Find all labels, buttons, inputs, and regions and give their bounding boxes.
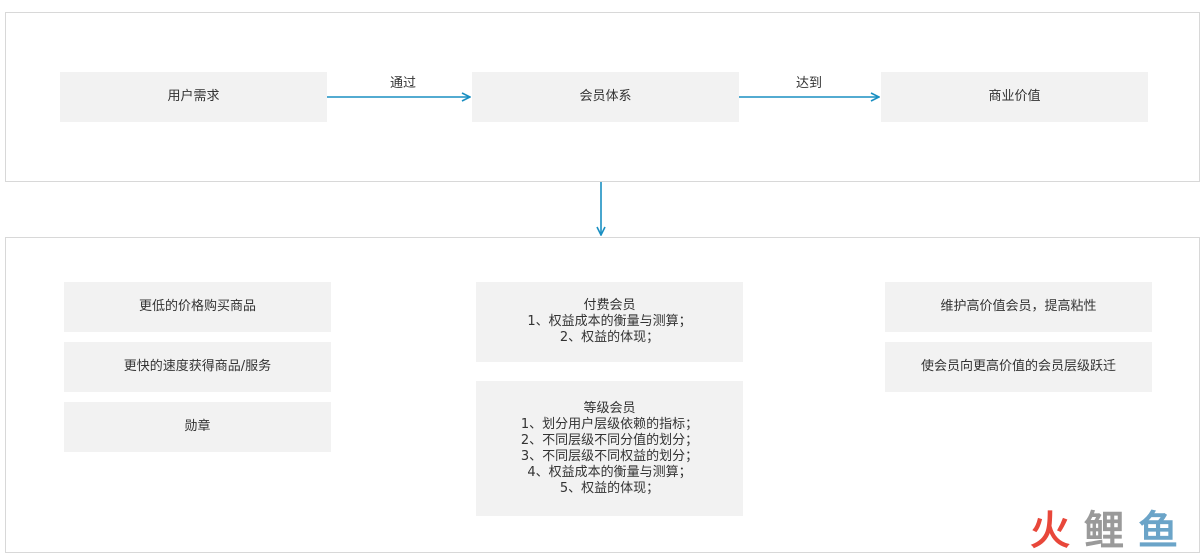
- paid-member-box: 付费会员 1、权益成本的衡量与测算； 2、权益的体现；: [476, 282, 743, 362]
- value-box-retain: 维护高价值会员，提高粘性: [885, 282, 1152, 332]
- member-system-label: 会员体系: [579, 89, 632, 104]
- need-box-faster-service: 更快的速度获得商品/服务: [64, 342, 331, 392]
- value-label: 使会员向更高价值的会员层级跃迁: [920, 359, 1116, 374]
- watermark-glyph-fish: 鱼: [1138, 508, 1178, 550]
- level-member-line: 2、不同层级不同分值的划分；: [520, 432, 699, 448]
- level-member-box: 等级会员 1、划分用户层级依赖的指标； 2、不同层级不同分值的划分； 3、不同层…: [476, 381, 743, 516]
- paid-member-line: 1、权益成本的衡量与测算；: [527, 314, 692, 329]
- paid-member-line: 2、权益的体现；: [559, 330, 660, 345]
- value-label: 维护高价值会员，提高粘性: [940, 299, 1097, 314]
- need-box-lower-price: 更低的价格购买商品: [64, 282, 331, 332]
- value-box-upgrade: 使会员向更高价值的会员层级跃迁: [885, 342, 1152, 392]
- need-label: 勋章: [184, 419, 211, 434]
- level-member-line: 1、划分用户层级依赖的指标；: [520, 416, 699, 432]
- member-system-box: 会员体系: [472, 72, 739, 122]
- paid-member-title: 付费会员: [583, 298, 636, 313]
- via-label: 通过: [389, 76, 416, 91]
- user-need-label: 用户需求: [167, 89, 220, 104]
- need-label: 更低的价格购买商品: [138, 299, 256, 314]
- level-member-line: 3、不同层级不同权益的划分；: [520, 448, 699, 464]
- user-need-box: 用户需求: [60, 72, 327, 122]
- level-member-title: 等级会员: [583, 400, 636, 416]
- watermark-logo: 火 鲤 鱼: [1030, 508, 1178, 550]
- watermark-glyph-fire: 火: [1030, 508, 1070, 550]
- level-member-line: 4、权益成本的衡量与测算；: [527, 464, 692, 480]
- watermark-glyph-carp: 鲤: [1084, 508, 1124, 550]
- reach-label: 达到: [795, 76, 822, 91]
- level-member-line: 5、权益的体现；: [559, 480, 660, 496]
- business-value-label: 商业价值: [988, 89, 1041, 104]
- business-value-box: 商业价值: [881, 72, 1148, 122]
- need-label: 更快的速度获得商品/服务: [123, 359, 272, 374]
- need-box-badge: 勋章: [64, 402, 331, 452]
